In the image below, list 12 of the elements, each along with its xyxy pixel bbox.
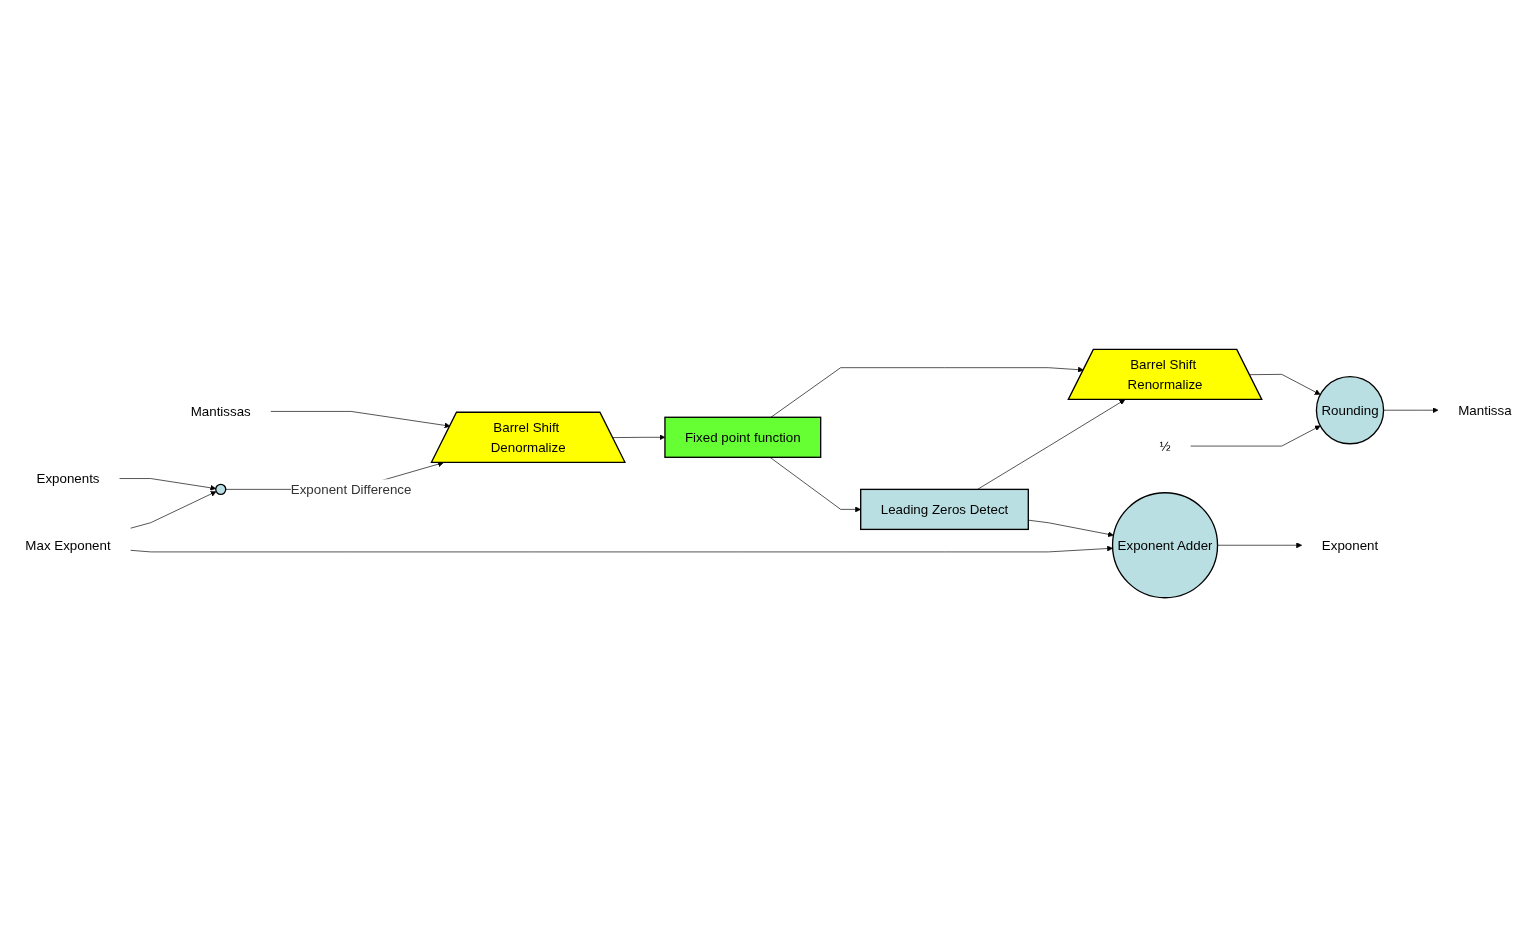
node-text: ½ [1159,438,1171,454]
edge-label: Exponent Difference [290,482,412,497]
node-text: Mantissas [190,404,251,419]
node-circle: Rounding [1315,375,1385,445]
node-circle [215,483,227,495]
node-text: Exponent [1321,537,1379,553]
node-text: Mantissa [1458,402,1512,418]
node-text: Exponents [36,471,100,486]
node-box: Leading Zeros Detect [860,488,1029,531]
node-circle: Exponent Adder [1111,492,1219,599]
node-text: Max Exponent [25,537,111,553]
node-box: Fixed point function [664,416,822,458]
